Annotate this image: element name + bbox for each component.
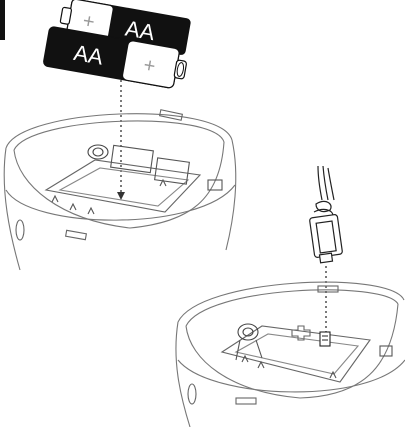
usb-connector bbox=[309, 166, 342, 263]
lower-base bbox=[176, 282, 405, 427]
battery-front-aa-label: AA bbox=[72, 40, 106, 70]
corner-mark bbox=[0, 0, 5, 40]
battery-slot-left bbox=[111, 145, 154, 172]
usb-cable-2 bbox=[323, 166, 328, 200]
lower-base-rim-back bbox=[178, 282, 404, 322]
upper-base bbox=[4, 110, 236, 270]
battery-guide-arrow bbox=[117, 192, 125, 200]
lower-hinge-post bbox=[238, 324, 258, 340]
usb-port bbox=[320, 332, 330, 346]
usb-plug-tip bbox=[320, 253, 333, 263]
upper-base-rim-back bbox=[6, 114, 232, 148]
usb-cable-1 bbox=[318, 166, 322, 200]
upper-hinge-post bbox=[88, 145, 108, 159]
